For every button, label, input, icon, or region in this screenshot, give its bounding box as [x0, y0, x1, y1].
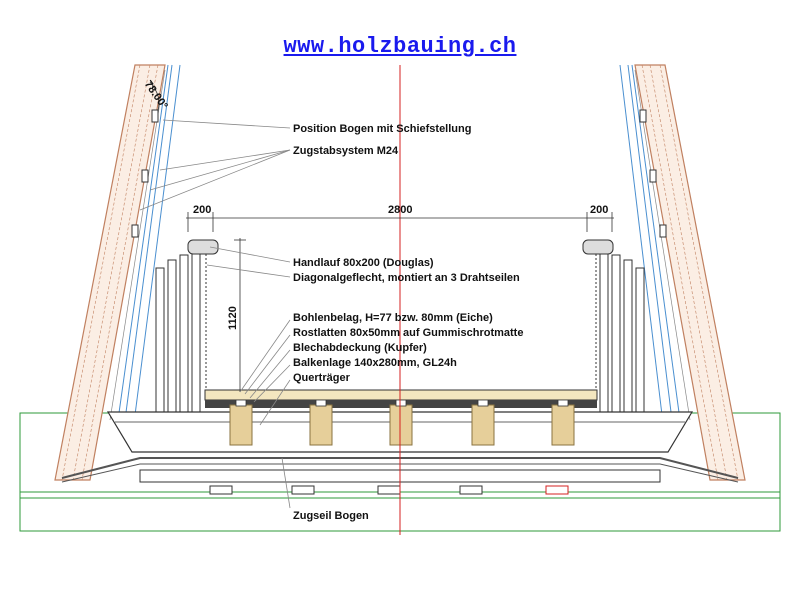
cables — [117, 64, 681, 421]
label-blech: Blechabdeckung (Kupfer) — [293, 342, 427, 354]
width-dimensions — [186, 212, 614, 232]
label-balken: Balkenlage 140x280mm, GL24h — [293, 357, 457, 369]
label-bohlen: Bohlenbelag, H=77 bzw. 80mm (Eiche) — [293, 312, 493, 324]
dim-center: 2800 — [388, 204, 412, 216]
dim-height: 1120 — [227, 306, 239, 330]
height-dimension — [234, 238, 246, 392]
dim-left: 200 — [193, 204, 211, 216]
website-link[interactable]: www.holzbauing.ch — [283, 34, 517, 59]
cables-grey — [109, 69, 691, 421]
right-railing — [582, 239, 645, 416]
label-position-bogen: Position Bogen mit Schiefstellung — [293, 123, 471, 135]
dim-right: 200 — [590, 204, 608, 216]
label-handlauf: Handlauf 80x200 (Douglas) — [293, 257, 434, 269]
label-diagonal: Diagonalgeflecht, montiert an 3 Drahtsei… — [293, 272, 520, 284]
right-arch — [634, 64, 746, 481]
beam-tops — [235, 399, 569, 407]
leader-lines — [139, 119, 291, 509]
label-rost: Rostlatten 80x50mm auf Gummischrotmatte — [293, 327, 523, 339]
label-quer: Querträger — [293, 372, 351, 384]
left-arch — [54, 64, 166, 481]
label-zugstab: Zugstabsystem M24 — [293, 145, 399, 157]
label-zugseil: Zugseil Bogen — [293, 510, 369, 522]
cable-clamps — [131, 109, 667, 238]
left-railing — [155, 239, 219, 416]
